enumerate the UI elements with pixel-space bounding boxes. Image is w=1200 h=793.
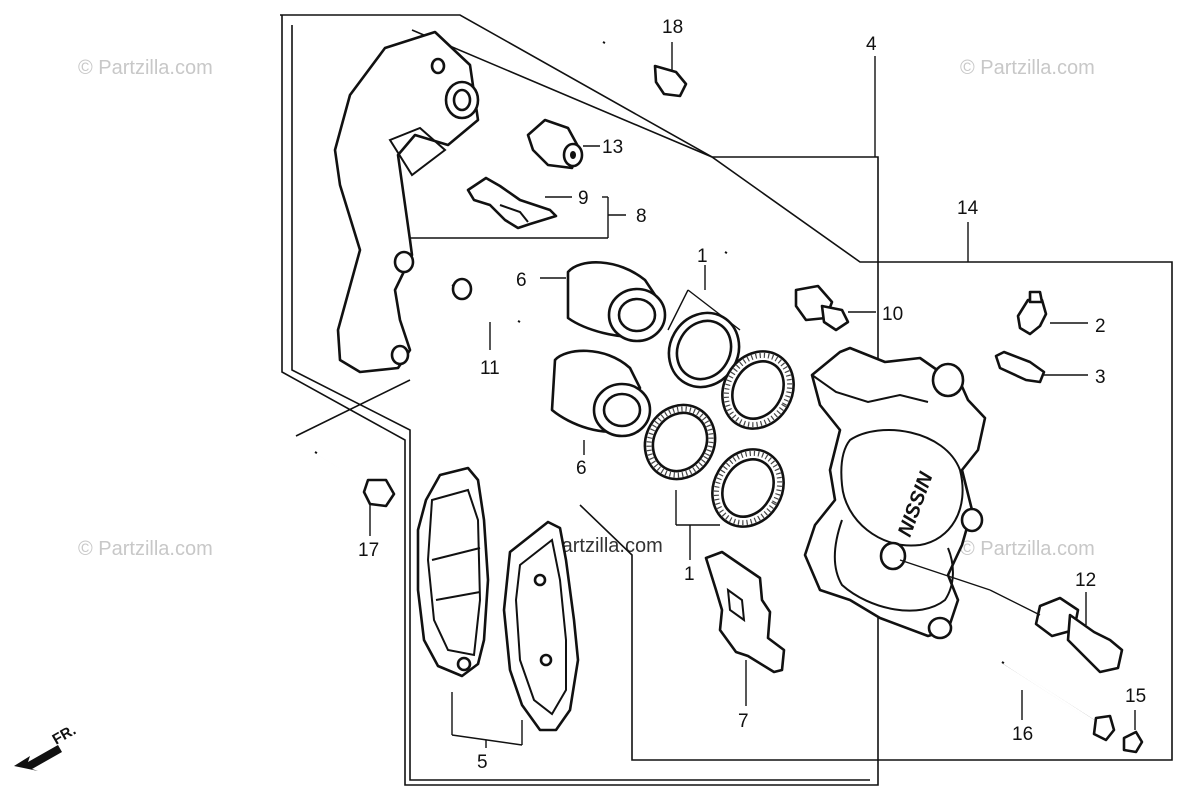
callout-2: 2 xyxy=(1095,316,1106,337)
callout-7: 7 xyxy=(738,711,749,732)
callout-6-top: 6 xyxy=(516,270,527,291)
frame-caliper-assembly xyxy=(280,14,879,786)
brake-pad-5-outer xyxy=(416,466,490,678)
bleeder-cap-3 xyxy=(994,350,1046,384)
bolt-17 xyxy=(314,451,396,508)
pad-retainer-7 xyxy=(704,550,786,674)
callout-16: 16 xyxy=(1012,724,1033,745)
callout-11: 11 xyxy=(480,358,500,379)
callout-14: 14 xyxy=(957,198,979,219)
watermark-bottom-left: © Partzilla.com xyxy=(78,538,213,560)
pin-16 xyxy=(1001,661,1116,742)
watermark-bottom-right: © Partzilla.com xyxy=(960,538,1095,560)
caliper-bracket xyxy=(333,30,480,374)
frame-bracket xyxy=(291,25,870,781)
callout-18: 18 xyxy=(662,17,683,38)
piston-6-lower xyxy=(550,349,652,438)
boot-13 xyxy=(526,118,584,170)
caliper-body: NISSIN xyxy=(803,346,987,640)
callout-4: 4 xyxy=(866,34,877,55)
piston-6-upper xyxy=(566,261,667,343)
callout-17: 17 xyxy=(358,540,379,561)
front-direction-arrow-icon: FR. xyxy=(14,722,79,771)
brake-pad-5-inner xyxy=(502,520,580,732)
callout-15: 15 xyxy=(1125,686,1146,707)
pad-spring-9 xyxy=(466,176,558,230)
frame-caliper-body xyxy=(411,29,1173,761)
callout-12: 12 xyxy=(1075,570,1096,591)
callout-1-top: 1 xyxy=(697,246,708,267)
callout-1-bottom: 1 xyxy=(684,564,695,585)
pin-11 xyxy=(451,277,521,323)
callout-3: 3 xyxy=(1095,367,1106,388)
front-direction-label: FR. xyxy=(50,722,79,749)
callout-8: 8 xyxy=(636,206,647,227)
piston-seal-1-upper xyxy=(667,311,741,389)
watermark-top-right: © Partzilla.com xyxy=(960,57,1095,79)
bleeder-2 xyxy=(1016,290,1048,336)
dust-seal-1-upper xyxy=(721,350,795,430)
pin-10 xyxy=(724,249,850,332)
leader-lines xyxy=(369,42,1136,748)
dust-seal-1-lower xyxy=(711,448,785,528)
clip-15 xyxy=(1122,730,1144,754)
watermark-top-left: © Partzilla.com xyxy=(78,57,213,79)
callout-10: 10 xyxy=(882,304,903,325)
piston-seal-1-lower xyxy=(643,403,717,481)
bolt-18 xyxy=(602,41,688,98)
callout-9: 9 xyxy=(578,188,589,209)
frame-bolt-17 xyxy=(295,379,411,437)
callout-6-bottom: 6 xyxy=(576,458,587,479)
pin-bolt-12 xyxy=(1034,596,1124,674)
callout-5: 5 xyxy=(477,752,488,773)
callout-13: 13 xyxy=(602,137,623,158)
